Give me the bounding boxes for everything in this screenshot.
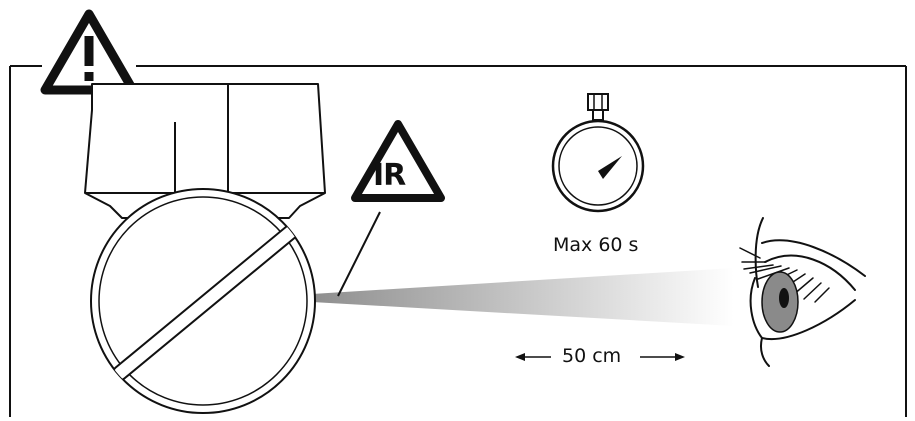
eye-icon (739, 217, 866, 367)
camera-dome (90, 188, 316, 414)
ir-warning-triangle-icon (351, 120, 445, 202)
ir-beam (312, 268, 734, 326)
distance-arrows (515, 353, 685, 361)
warning-triangle-icon (40, 9, 138, 95)
frame-border (9, 65, 907, 417)
timer-label: Max 60 s (553, 234, 639, 256)
ir-label: IR (373, 158, 406, 193)
stopwatch-icon (551, 93, 645, 213)
distance-label: 50 cm (562, 345, 622, 367)
ir-pointer-line (337, 211, 381, 297)
